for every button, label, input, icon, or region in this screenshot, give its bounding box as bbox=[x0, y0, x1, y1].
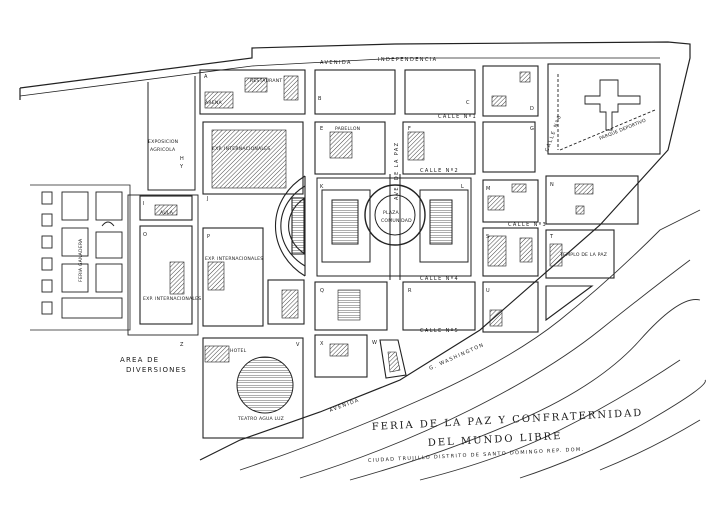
restaurant-label: RESTAURANT bbox=[250, 78, 282, 84]
calle-1-label: CALLE Nº1 bbox=[438, 114, 477, 120]
block-letter-i: I bbox=[143, 201, 144, 207]
river-banks bbox=[239, 209, 706, 481]
avenida-independencia: AVENIDA INDEPENDENCIA bbox=[320, 57, 437, 66]
block-letter-z: Z bbox=[180, 342, 184, 348]
plaza-label-1: PLAZA bbox=[383, 210, 400, 216]
block-letter-u: U bbox=[486, 288, 490, 294]
block-letter-p: P bbox=[207, 234, 210, 240]
plaza-label-2: COMUNIDAD bbox=[381, 218, 412, 224]
av-de-la-paz-label: AVE. DE LA PAZ bbox=[394, 141, 400, 200]
block-letter-e: E bbox=[320, 126, 323, 132]
block-letter-f: F bbox=[408, 126, 411, 132]
block-letter-g: G bbox=[530, 126, 534, 132]
aula-label: AULA bbox=[160, 210, 174, 216]
sports-park bbox=[557, 74, 656, 151]
title-line-1: FERIA DE LA PAZ Y CONFRATERNIDAD bbox=[372, 408, 644, 433]
arena-label: ARENA bbox=[205, 100, 222, 106]
left-area bbox=[30, 76, 199, 336]
pabellon-label: PABELLON bbox=[335, 126, 360, 132]
teatro-label: TEATRO AGUA LUZ bbox=[237, 416, 284, 422]
area-diversiones-2: DIVERSIONES bbox=[126, 366, 187, 374]
block-letter-q: Q bbox=[320, 288, 324, 294]
block-letter-j: J bbox=[206, 196, 208, 202]
block-letter-x: X bbox=[320, 341, 324, 347]
block-letter-b: B bbox=[318, 96, 322, 102]
block-letter-d: D bbox=[530, 106, 534, 112]
avenida-bottom-label: AVENIDA bbox=[329, 397, 361, 414]
block-letter-y: Y bbox=[179, 164, 184, 170]
exposicion-label-1: EXPOSICION bbox=[148, 139, 178, 145]
block-letter-a: A bbox=[204, 74, 208, 80]
calle-3-label: CALLE Nº3 bbox=[508, 222, 547, 228]
templo-label: TEMPLO DE LA PAZ bbox=[559, 252, 607, 258]
block-letters: A B C D E F G H I J K L M N O P Q R S T … bbox=[143, 74, 554, 348]
exposicion-label-2: AGRICOLA bbox=[150, 147, 176, 153]
block-letter-k: K bbox=[320, 184, 324, 190]
area-diversiones-1: AREA DE bbox=[120, 356, 159, 364]
calle-2-label: CALLE Nº2 bbox=[420, 168, 459, 174]
block-letter-n: N bbox=[550, 182, 554, 188]
block-letter-t: T bbox=[549, 234, 554, 240]
calle-4-label: CALLE Nº4 bbox=[420, 276, 459, 282]
block-letter-s: S bbox=[486, 234, 489, 240]
avenida-top-label: AVENIDA bbox=[320, 60, 352, 66]
street-labels: CALLE Nº1 CALLE Nº2 CALLE Nº3 CALLE Nº4 … bbox=[329, 114, 564, 414]
block-letter-h: H bbox=[180, 156, 184, 162]
block-letter-o: O bbox=[143, 232, 147, 238]
calle-5-label: CALLE Nº5 bbox=[420, 328, 459, 334]
block-letter-c: C bbox=[466, 100, 470, 106]
title-subtitle: CIUDAD TRUJILLO DISTRITO DE SANTO DOMING… bbox=[368, 447, 585, 464]
avenida-top-label-2: INDEPENDENCIA bbox=[378, 57, 437, 63]
hatched-buildings bbox=[154, 71, 594, 373]
block-letter-m: M bbox=[486, 186, 490, 192]
teatro-circle bbox=[236, 356, 294, 414]
block-letter-w: W bbox=[372, 340, 377, 346]
block-letter-v: V bbox=[296, 342, 300, 348]
central-plaza bbox=[316, 174, 472, 280]
exp-int-label-2: EXP. INTERNACIONALES bbox=[205, 256, 263, 262]
exp-int-label-1: EXP. INTERNACIONALES bbox=[212, 146, 270, 152]
outer-boundary bbox=[19, 41, 691, 461]
feria-ganadera-label: FERIA GANADERA bbox=[78, 238, 84, 282]
blocks bbox=[139, 63, 661, 439]
block-letter-r: R bbox=[408, 288, 412, 294]
semicircle-theater bbox=[274, 175, 306, 277]
block-letter-l: L bbox=[461, 184, 464, 190]
title-block: FERIA DE LA PAZ Y CONFRATERNIDAD DEL MUN… bbox=[368, 408, 644, 464]
feria-ganadera-grid bbox=[41, 191, 123, 319]
building-labels: EXP. INTERNACIONALES EXP. INTERNACIONALE… bbox=[143, 78, 607, 354]
title-line-2: DEL MUNDO LIBRE bbox=[428, 431, 563, 449]
calle-6-label: CALLE Nº6 bbox=[544, 114, 563, 153]
exp-int-label-3: EXP. INTERNACIONALES bbox=[143, 296, 201, 302]
hotel-label: HOTEL bbox=[230, 348, 247, 354]
